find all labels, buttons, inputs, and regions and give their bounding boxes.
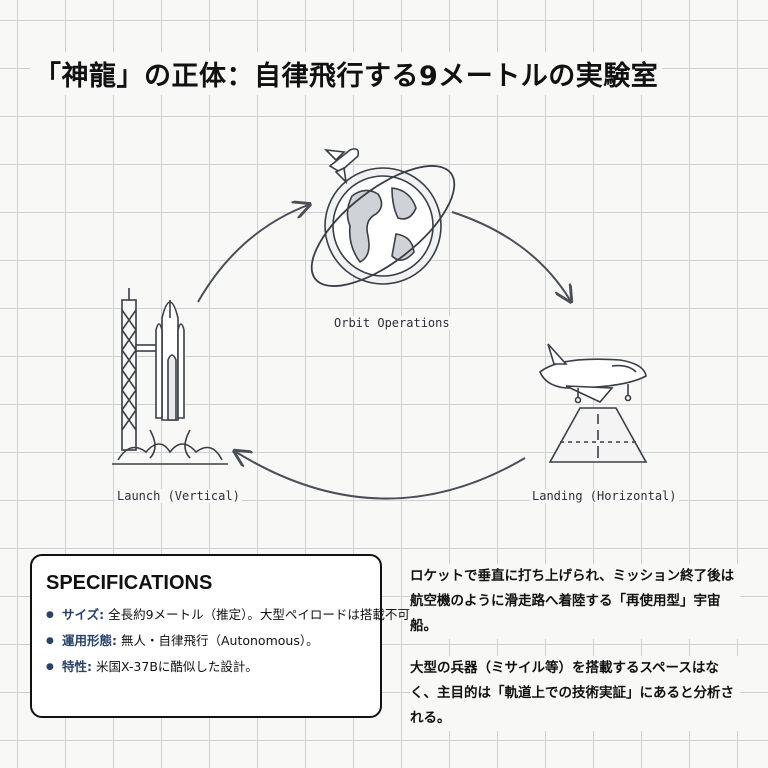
description-paragraph-reusable: ロケットで垂直に打ち上げられ、ミッション終了後は航空機のように滑走路へ着陸する「… xyxy=(410,564,740,639)
earth-orbit-icon xyxy=(310,148,456,287)
launch-rocket-icon xyxy=(112,288,228,465)
arrow-orbit-to-landing xyxy=(451,211,570,300)
spec-value: 無人・自律飛行（Autonomous）。 xyxy=(120,633,319,648)
landing-spaceplane-icon xyxy=(539,343,648,463)
description-paragraph-purpose: 大型の兵器（ミサイル等）を搭載するスペースはなく、主目的は「軌道上での技術実証」… xyxy=(410,656,740,731)
arrow-launch-to-orbit xyxy=(197,205,308,303)
spec-value: 米国X-37Bに酷似した設計。 xyxy=(95,659,258,674)
specifications-list: サイズ: 全長約9メートル（推定）。大型ペイロードは搭載不可。 運用形態: 無人… xyxy=(46,605,422,677)
launch-tower xyxy=(121,288,159,451)
page-title: 「神龍」の正体：自律飛行する9メートルの実験室 xyxy=(30,52,663,95)
stage-label-launch: Launch (Vertical) xyxy=(115,489,242,503)
stage-label-landing: Landing (Horizontal) xyxy=(530,489,679,503)
spec-key: サイズ: xyxy=(62,607,105,622)
spec-item-size: サイズ: 全長約9メートル（推定）。大型ペイロードは搭載不可。 xyxy=(46,605,422,625)
arrow-landing-to-launch xyxy=(236,452,526,500)
spec-item-feature: 特性: 米国X-37Bに酷似した設計。 xyxy=(46,657,366,677)
spec-key: 運用形態: xyxy=(62,633,117,648)
spec-value: 全長約9メートル（推定）。大型ペイロードは搭載不可。 xyxy=(108,607,423,622)
spec-item-operation: 運用形態: 無人・自律飛行（Autonomous）。 xyxy=(46,631,366,651)
spec-key: 特性: xyxy=(62,659,92,674)
specifications-heading: SPECIFICATIONS xyxy=(46,572,213,594)
specifications-panel: SPECIFICATIONS サイズ: 全長約9メートル（推定）。大型ペイロード… xyxy=(30,554,422,718)
stage-label-orbit: Orbit Operations xyxy=(332,316,452,330)
orbiter-icon xyxy=(323,148,360,185)
